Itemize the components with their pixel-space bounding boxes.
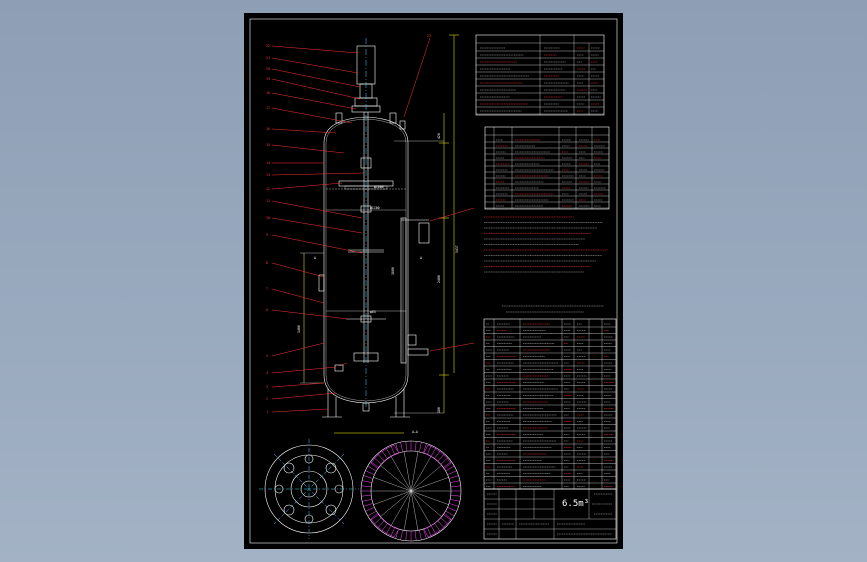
part-number-label: 16 <box>266 127 270 131</box>
parts-list-table <box>483 318 617 490</box>
part-number-label: 20 <box>266 67 270 71</box>
leader-line <box>271 408 329 413</box>
bottom-impeller <box>353 352 379 362</box>
leader-line <box>271 288 325 304</box>
title-block: 6.5m³ <box>483 488 617 540</box>
leader-line <box>271 309 349 320</box>
bottom-outlet <box>362 402 370 412</box>
top-head <box>323 116 409 144</box>
svg-text:φ1100: φ1100 <box>370 206 380 210</box>
nozzle-table <box>484 126 610 210</box>
leader-line <box>271 262 325 278</box>
leader-line <box>271 68 361 88</box>
volume-label: 6.5m³ <box>562 499 589 509</box>
part-number-label: 13 <box>266 173 270 177</box>
part-number-label: 2 <box>266 397 268 401</box>
part-number-label: 1 <box>266 410 268 414</box>
leader-line <box>271 234 363 254</box>
leader-line <box>403 37 431 118</box>
part-number-label: 10 <box>266 216 270 220</box>
leader-line <box>271 382 325 388</box>
leader-line <box>271 45 359 54</box>
part-number-label: 9 <box>266 233 268 237</box>
part-number-label: 3 <box>266 385 268 389</box>
part-number-label: 23 <box>427 34 431 38</box>
leader-line <box>271 366 337 374</box>
leader-line <box>271 342 325 357</box>
part-number-label: 21 <box>266 56 270 60</box>
leader-line <box>271 78 361 100</box>
svg-text:5437: 5437 <box>455 245 459 253</box>
part-number-label: 7 <box>266 287 268 291</box>
svg-text:2400: 2400 <box>437 275 441 283</box>
svg-text:100: 100 <box>437 407 441 413</box>
section-label: A—A <box>412 430 418 434</box>
part-number-label: 15 <box>266 143 270 147</box>
leader-line <box>271 128 337 134</box>
vessel-elevation: φ1600 φ1100 φ65 Δ Δ <box>314 38 430 418</box>
svg-text:1400: 1400 <box>297 325 301 333</box>
part-number-label: 8 <box>266 261 268 265</box>
leader-line <box>271 144 345 154</box>
section-a-a-view: A—A <box>360 430 462 542</box>
leader-line <box>271 92 357 110</box>
svg-text:Δ: Δ <box>314 256 316 260</box>
leader-line <box>271 107 353 124</box>
part-number-label: 6 <box>266 308 268 312</box>
tech-characteristics-table <box>475 34 605 116</box>
dimension-lines: 420 5437 2400 1600 1400 100 <box>297 34 459 434</box>
part-number-label: 5 <box>266 354 268 358</box>
baffle-pipe <box>400 217 407 364</box>
part-number-label: 12 <box>266 187 270 191</box>
svg-text:Δ: Δ <box>420 256 422 260</box>
svg-text:1600: 1600 <box>391 267 395 275</box>
sheet-border <box>249 18 618 544</box>
leader-line <box>271 182 343 190</box>
leader-line <box>271 172 365 176</box>
part-number-label: 19 <box>266 77 270 81</box>
svg-text:420: 420 <box>437 133 441 139</box>
part-number-label: 14 <box>266 161 270 165</box>
part-number-label: 11 <box>266 199 270 203</box>
leader-line <box>271 57 359 74</box>
leader-line <box>271 200 363 219</box>
leader-line <box>271 392 337 400</box>
part-number-label: 4 <box>266 371 268 375</box>
technical-requirements-text <box>484 216 608 313</box>
part-number-label: 22 <box>266 44 270 48</box>
part-number-label: 17 <box>266 106 270 110</box>
leader-line <box>271 217 363 234</box>
plan-view-left <box>259 439 359 539</box>
cad-drawing: φ1600 φ1100 φ65 Δ Δ 420 5437 2400 1600 1… <box>249 18 618 544</box>
drawing-sheet: φ1600 φ1100 φ65 Δ Δ 420 5437 2400 1600 1… <box>244 13 623 549</box>
svg-text:φ1600: φ1600 <box>374 185 384 189</box>
part-number-label: 18 <box>266 91 270 95</box>
svg-text:φ65: φ65 <box>370 310 376 314</box>
